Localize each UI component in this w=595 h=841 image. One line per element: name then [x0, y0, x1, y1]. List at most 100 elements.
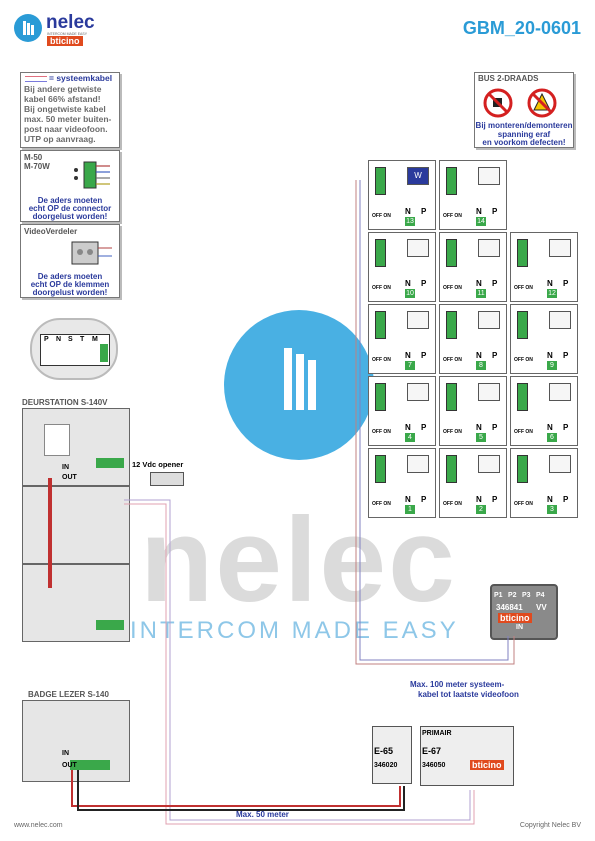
monitor-terminal — [517, 455, 528, 483]
psu-e67-primair: PRIMAIR — [422, 730, 452, 737]
monitor-terminal — [446, 167, 457, 195]
door-station-terminal — [96, 458, 124, 468]
monitor-terminal — [446, 311, 457, 339]
door-station-out: OUT — [62, 474, 77, 481]
monitor-n: N — [547, 495, 553, 504]
monitor-terminal — [375, 383, 386, 411]
video-distributor — [490, 584, 558, 640]
brand-name: nelec — [46, 12, 95, 33]
distributor-port: P4 — [536, 592, 545, 599]
monitor-p: P — [421, 423, 427, 432]
monitor-off-on: OFF ON — [443, 429, 462, 435]
monitor-p: P — [492, 207, 498, 216]
monitor-screen-icon — [407, 455, 429, 473]
monitor-p: P — [563, 495, 569, 504]
distributor-port: P3 — [522, 592, 531, 599]
legend-line: max. 50 meter buiten- — [24, 114, 112, 124]
legend-line: Bij ongetwiste kabel — [24, 104, 106, 114]
badge-terminal — [70, 760, 110, 770]
monitor-p: P — [421, 207, 427, 216]
doc-code: GBM_20-0601 — [462, 18, 581, 38]
monitor-number: 12 — [547, 289, 557, 298]
legend-line: UTP op aanvraag. — [24, 134, 96, 144]
psu-e65-name: E-65 — [374, 746, 394, 756]
door-station-label: DEURSTATION S-140V — [22, 398, 108, 407]
monitor-off-on: OFF ON — [514, 285, 533, 291]
footer-left: www.nelec.com — [14, 822, 63, 829]
brand-bticino: bticino — [47, 36, 83, 46]
door-station-terminal — [96, 620, 124, 630]
badge-in: IN — [62, 750, 69, 757]
distributor-port: P1 — [494, 592, 503, 599]
watermark-text: nelec — [140, 493, 457, 627]
m50-note: echt OP de connector — [28, 204, 112, 213]
monitor-number: 11 — [476, 289, 486, 298]
note-50m: Max. 50 meter — [236, 810, 289, 819]
note-100m: Max. 100 meter systeem- — [410, 680, 505, 689]
monitor-n: N — [405, 351, 411, 360]
monitor-p: P — [492, 279, 498, 288]
legend-line: Bij andere getwiste — [24, 84, 102, 94]
videoverdeler-box — [20, 224, 120, 298]
monitor-number: 1 — [405, 505, 415, 514]
connector-letter: N — [56, 336, 62, 343]
connector-green-strip — [100, 344, 108, 362]
monitor-screen-icon — [478, 311, 500, 329]
monitor-off-on: OFF ON — [443, 285, 462, 291]
m50-title: M-50 — [24, 153, 43, 162]
monitor-p: P — [563, 351, 569, 360]
monitor-p: P — [421, 495, 427, 504]
monitor-off-on: OFF ON — [514, 429, 533, 435]
monitor-terminal — [375, 311, 386, 339]
monitor-number: 3 — [547, 505, 557, 514]
monitor-p: P — [492, 351, 498, 360]
psu-e67-brand: bticino — [470, 760, 504, 770]
monitor-n: N — [476, 279, 482, 288]
riser-cable — [48, 478, 52, 588]
monitor-terminal — [375, 455, 386, 483]
vv-note: echt OP de klemmen — [30, 280, 110, 289]
monitor-screen-icon — [478, 383, 500, 401]
no-plug-icon — [483, 88, 513, 118]
connector-letter: P — [44, 336, 49, 343]
monitor-unit: OFF ON N P 11 — [439, 232, 507, 302]
monitor-terminal — [517, 383, 528, 411]
monitor-number: 14 — [476, 217, 486, 226]
monitor-n: N — [405, 207, 411, 216]
monitor-n: N — [476, 207, 482, 216]
monitor-n: N — [405, 279, 411, 288]
bus-warning-line: spanning eraf — [497, 130, 551, 139]
monitor-off-on: OFF ON — [372, 213, 391, 219]
monitor-n: N — [547, 279, 553, 288]
monitor-off-on: OFF ON — [514, 357, 533, 363]
m50-note: doorgelust worden! — [32, 212, 108, 221]
monitor-p: P — [492, 423, 498, 432]
monitor-screen-icon — [549, 383, 571, 401]
monitor-screen-icon — [549, 311, 571, 329]
m50-note: De aders moeten — [37, 196, 103, 205]
monitor-screen-icon — [407, 311, 429, 329]
monitor-n: N — [476, 495, 482, 504]
monitor-number: 9 — [547, 361, 557, 370]
m50-connector-icon — [74, 161, 110, 189]
monitor-terminal — [517, 239, 528, 267]
monitor-screen-icon — [407, 383, 429, 401]
door-station-module-1 — [22, 408, 130, 486]
monitor-terminal — [375, 239, 386, 267]
no-voltage-icon — [527, 88, 557, 118]
monitor-number: 6 — [547, 433, 557, 442]
psu-e65 — [372, 726, 412, 784]
monitor-number: 8 — [476, 361, 486, 370]
monitor-screen-icon — [549, 455, 571, 473]
m70w-title: M-70W — [24, 162, 50, 171]
distributor-suffix: VV — [536, 603, 547, 612]
monitor-screen-icon — [478, 167, 500, 185]
door-station-module-2 — [22, 486, 130, 564]
monitor-screen-icon — [549, 239, 571, 257]
